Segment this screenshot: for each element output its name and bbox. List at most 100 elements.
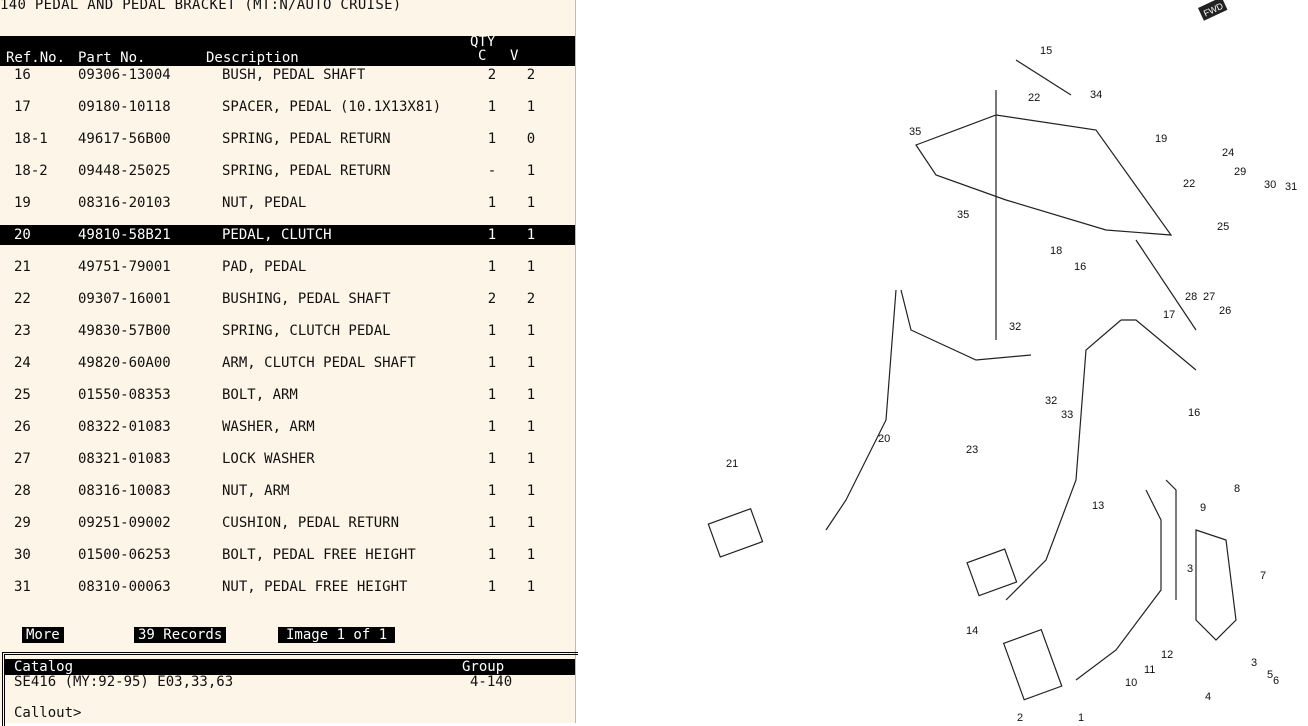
callout-5[interactable]: 5 xyxy=(1267,669,1273,681)
cell-part: 08321-01083 xyxy=(78,451,171,467)
callout-21[interactable]: 21 xyxy=(726,458,738,470)
callout-4[interactable]: 4 xyxy=(1205,691,1211,703)
callout-7[interactable]: 7 xyxy=(1260,570,1266,582)
cell-desc: BOLT, ARM xyxy=(222,387,298,403)
header-part: Part No. xyxy=(78,50,146,66)
callout-15[interactable]: 15 xyxy=(1040,45,1052,57)
callout-16[interactable]: 16 xyxy=(1188,407,1200,419)
cell-desc: BUSH, PEDAL SHAFT xyxy=(222,67,366,83)
callout-33[interactable]: 33 xyxy=(1061,409,1073,421)
header-qty: QTY xyxy=(470,34,496,50)
cell-c: 1 xyxy=(487,355,497,371)
cell-desc: LOCK WASHER xyxy=(222,451,315,467)
callout-12[interactable]: 12 xyxy=(1161,649,1173,661)
callout-13[interactable]: 13 xyxy=(1092,500,1104,512)
cell-v: 2 xyxy=(526,291,536,307)
callout-18[interactable]: 18 xyxy=(1050,245,1062,257)
callout-22[interactable]: 22 xyxy=(1028,92,1040,104)
callout-20[interactable]: 20 xyxy=(878,433,890,445)
callout-16[interactable]: 16 xyxy=(1074,261,1086,273)
cell-part: 08310-00063 xyxy=(78,579,171,595)
callout-10[interactable]: 10 xyxy=(1125,677,1137,689)
callout-3[interactable]: 3 xyxy=(1251,657,1257,669)
callout-8[interactable]: 8 xyxy=(1234,483,1240,495)
callout-9[interactable]: 9 xyxy=(1200,502,1206,514)
callout-35[interactable]: 35 xyxy=(909,126,921,138)
cell-c: 1 xyxy=(487,419,497,435)
cell-ref: 29 xyxy=(14,515,31,531)
callout-27[interactable]: 27 xyxy=(1203,291,1215,303)
cell-c: 1 xyxy=(487,547,497,563)
more-button[interactable]: More xyxy=(22,627,64,643)
callout-29[interactable]: 29 xyxy=(1234,166,1246,178)
cell-ref: 23 xyxy=(14,323,31,339)
callout-22[interactable]: 22 xyxy=(1183,178,1195,190)
group-label: Group xyxy=(462,659,505,675)
cell-v: 1 xyxy=(526,323,536,339)
cell-desc: WASHER, ARM xyxy=(222,419,315,435)
catalog-label: Catalog xyxy=(14,659,74,675)
cell-desc: PAD, PEDAL xyxy=(222,259,307,275)
cell-ref: 18-2 xyxy=(14,163,48,179)
cell-c: 2 xyxy=(487,67,497,83)
callout-6[interactable]: 6 xyxy=(1273,675,1279,687)
cell-ref: 21 xyxy=(14,259,31,275)
callout-34[interactable]: 34 xyxy=(1090,89,1102,101)
callout-17[interactable]: 17 xyxy=(1163,309,1175,321)
callout-23[interactable]: 23 xyxy=(966,444,978,456)
callout-19[interactable]: 19 xyxy=(1155,133,1167,145)
cell-v: 1 xyxy=(526,387,536,403)
cell-part: 49617-56B00 xyxy=(78,131,171,147)
cell-desc: NUT, ARM xyxy=(222,483,290,499)
callout-11[interactable]: 11 xyxy=(1144,664,1155,676)
callout-35[interactable]: 35 xyxy=(957,209,969,221)
cell-desc: NUT, PEDAL FREE HEIGHT xyxy=(222,579,408,595)
cell-ref: 20 xyxy=(14,227,31,243)
callout-32[interactable]: 32 xyxy=(1009,321,1021,333)
callout-25[interactable]: 25 xyxy=(1217,221,1229,233)
callout-prompt[interactable]: Callout> xyxy=(14,705,82,721)
cell-part: 49830-57B00 xyxy=(78,323,171,339)
callout-14[interactable]: 14 xyxy=(966,625,978,637)
cell-c: 1 xyxy=(487,227,497,243)
callout-31[interactable]: 31 xyxy=(1285,181,1297,193)
cell-c: 1 xyxy=(487,195,497,211)
callout-2[interactable]: 2 xyxy=(1017,712,1023,723)
cell-c: 1 xyxy=(487,99,497,115)
cell-part: 49751-79001 xyxy=(78,259,171,275)
callout-1[interactable]: 1 xyxy=(1078,712,1084,723)
callout-32[interactable]: 32 xyxy=(1045,395,1057,407)
cell-ref: 25 xyxy=(14,387,31,403)
header-desc: Description xyxy=(206,50,299,66)
callout-28[interactable]: 28 xyxy=(1185,291,1197,303)
callout-24[interactable]: 24 xyxy=(1222,147,1234,159)
cell-ref: 18-1 xyxy=(14,131,48,147)
page-title: 140 PEDAL AND PEDAL BRACKET (MT:N/AUTO C… xyxy=(0,0,402,13)
callout-26[interactable]: 26 xyxy=(1219,305,1231,317)
cell-v: 1 xyxy=(526,195,536,211)
cell-c: 1 xyxy=(487,451,497,467)
callout-3[interactable]: 3 xyxy=(1187,563,1193,575)
callout-30[interactable]: 30 xyxy=(1264,179,1276,191)
cell-v: 0 xyxy=(526,131,536,147)
cell-ref: 17 xyxy=(14,99,31,115)
cell-part: 09448-25025 xyxy=(78,163,171,179)
